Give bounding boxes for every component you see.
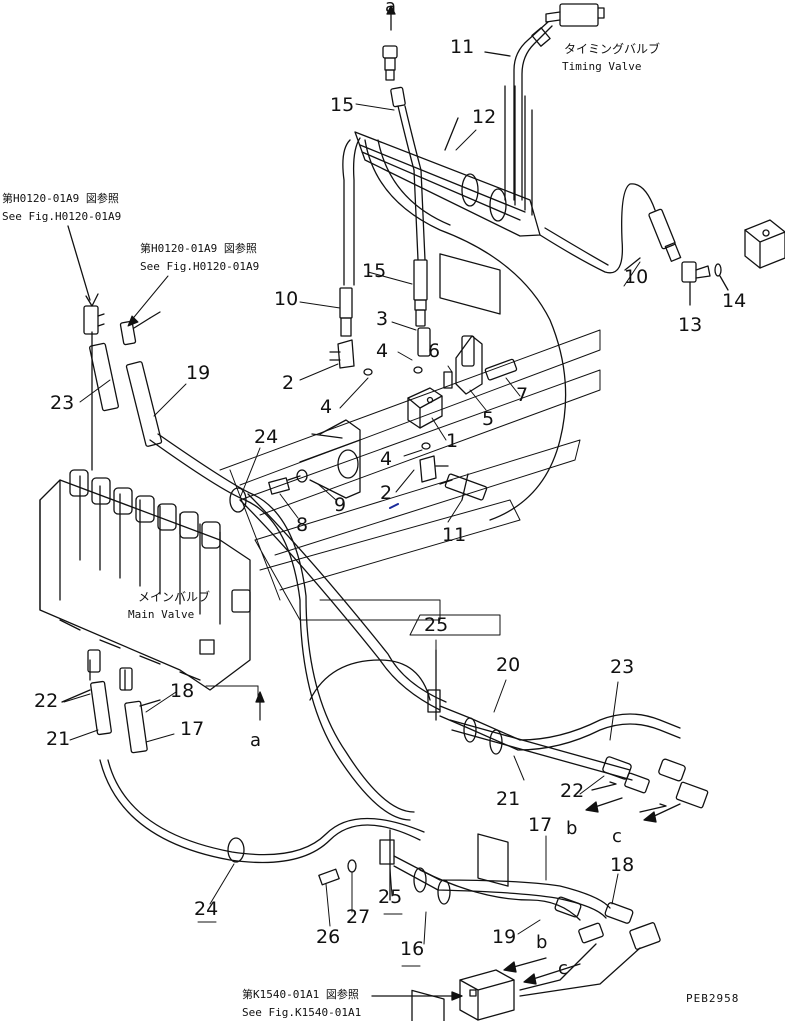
watermark-chevrons	[219, 329, 601, 636]
leader-lines	[63, 103, 641, 997]
callout-4-mid: 4	[320, 396, 333, 418]
timing-valve-label-jp: タイミングバルブ	[564, 42, 661, 56]
callout-18-right: 18	[610, 854, 635, 876]
callout-4-top: 4	[376, 340, 389, 362]
timing-valve-label-en: Timing Valve	[562, 60, 642, 73]
reference-note-3-en: See Fig.K1540-01A1	[242, 1005, 362, 1019]
callout-16: 16	[400, 938, 425, 960]
callout-17-right: 17	[528, 814, 553, 836]
callout-7: 7	[516, 384, 529, 406]
callout-17-left: 17	[180, 718, 205, 740]
callout-23-right: 23	[610, 656, 635, 678]
callout-11-low: 11	[442, 524, 467, 546]
hose-10-left	[329, 287, 355, 369]
callout-25-low: 25	[378, 886, 403, 908]
bracket-8-9	[268, 419, 361, 499]
callout-3: 3	[376, 308, 389, 330]
right-hose-group-lower	[318, 829, 661, 1021]
callout-24-low: 24	[194, 898, 219, 920]
main-valve-label-frame	[205, 685, 259, 701]
callout-23-left: 23	[50, 392, 75, 414]
long-hose-runs	[99, 433, 447, 864]
hose-10-right	[539, 183, 682, 274]
callout-1: 1	[446, 430, 459, 452]
letter-a-top: a	[385, 0, 397, 17]
main-valve-body	[39, 469, 251, 691]
reference-note-2-en: See Fig.H0120-01A9	[140, 259, 260, 273]
reference-note-1-en: See Fig.H0120-01A9	[2, 209, 122, 223]
reference-note-1: 第H0120-01A9 図参照 See Fig.H0120-01A9	[2, 192, 121, 224]
underline-marks	[197, 913, 421, 967]
callout-21-right: 21	[496, 788, 521, 810]
callout-14: 14	[722, 290, 747, 312]
drawing-code: PEB2958	[686, 992, 740, 1005]
callout-2-top: 2	[282, 372, 295, 394]
reference-note-1-jp: 第H0120-01A9 図参照	[2, 192, 119, 205]
direction-arrows	[255, 691, 681, 1001]
hose-bundle-12	[342, 85, 567, 521]
reference-note-3-jp: 第K1540-01A1 図参照	[242, 988, 359, 1001]
callout-9: 9	[334, 494, 347, 516]
callout-21-left: 21	[46, 728, 71, 750]
reference-note-3: 第K1540-01A1 図参照 See Fig.K1540-01A1	[242, 988, 361, 1020]
block-assembly-1	[363, 327, 518, 483]
letter-b-mid: b	[566, 818, 578, 839]
bottom-block	[459, 969, 515, 1021]
callout-19-top: 19	[186, 362, 211, 384]
reference-note-2-jp: 第H0120-01A9 図参照	[140, 242, 257, 255]
right-hose-group-upper	[427, 649, 709, 887]
hoses-17-18-21-22	[61, 649, 161, 754]
hose-11-lower	[439, 473, 488, 501]
callout-8: 8	[296, 514, 309, 536]
callout-2-low: 2	[380, 482, 393, 504]
callout-22-right: 22	[560, 780, 585, 802]
timing-valve-group	[484, 3, 605, 201]
main-valve-label-en: Main Valve	[128, 608, 195, 621]
callout-12: 12	[472, 106, 497, 128]
callout-10-right: 10	[624, 266, 649, 288]
clamps-24	[227, 487, 247, 863]
blue-dash	[389, 503, 399, 509]
letter-a-bottom: a	[250, 730, 262, 751]
reference-arrows	[127, 275, 169, 327]
callout-5: 5	[482, 408, 495, 430]
callout-20: 20	[496, 654, 521, 676]
callout-15-mid: 15	[362, 260, 387, 282]
callout-10-left: 10	[274, 288, 299, 310]
callout-4-low: 4	[380, 448, 393, 470]
callout-6: 6	[428, 340, 441, 362]
callout-13: 13	[678, 314, 703, 336]
reference-note-2: 第H0120-01A9 図参照 See Fig.H0120-01A9	[140, 242, 259, 274]
callout-22-left: 22	[34, 690, 59, 712]
hoses-19-23-upper	[67, 225, 163, 471]
callout-24-top: 24	[254, 426, 279, 448]
fittings-13-14	[681, 219, 785, 306]
hose-15-upper	[390, 86, 428, 327]
callout-18-left: 18	[170, 680, 195, 702]
letter-c-bottom: c	[558, 958, 568, 979]
callout-11-top: 11	[450, 36, 475, 58]
callout-19-low: 19	[492, 926, 517, 948]
callout-27: 27	[346, 906, 371, 928]
callout-26: 26	[316, 926, 341, 948]
letter-c-mid: c	[612, 826, 622, 847]
callout-15-top: 15	[330, 94, 355, 116]
main-valve-label-jp: メインバルブ	[138, 590, 211, 604]
letter-b-bottom: b	[536, 932, 548, 953]
top-fitting-a	[382, 5, 398, 81]
callout-25-top: 25	[424, 614, 449, 636]
